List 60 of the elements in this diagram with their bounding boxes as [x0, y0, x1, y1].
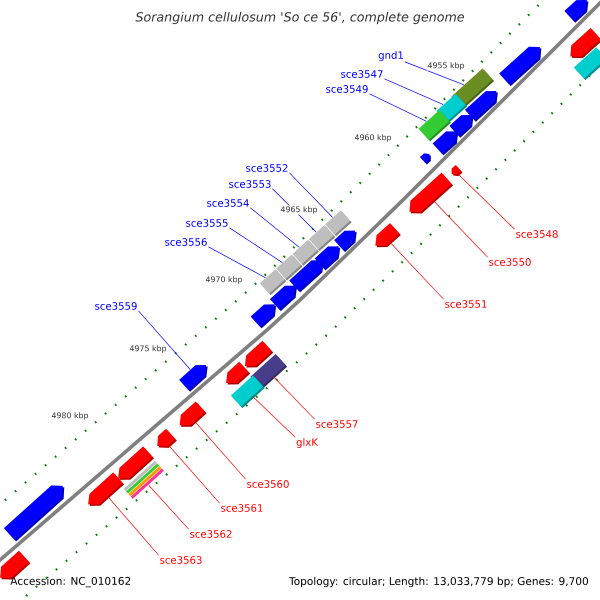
- leader-line: [273, 376, 315, 420]
- gene-feature: [270, 286, 297, 312]
- leader-line: [229, 227, 283, 263]
- gene-feature: [88, 472, 124, 506]
- gene-feature: [250, 304, 276, 328]
- gene-label: sce3549: [326, 85, 368, 93]
- gene-label: sce3551: [445, 300, 486, 308]
- gene-label: sce3553: [229, 180, 271, 188]
- gene-label: sce3561: [221, 504, 262, 512]
- gene-feature: [4, 485, 64, 542]
- gene-feature: [464, 90, 498, 122]
- gene-label: sce3556: [165, 238, 207, 246]
- leader-line: [289, 172, 333, 218]
- leader-line: [107, 496, 159, 556]
- leader-line: [404, 62, 464, 86]
- gene-feature: [499, 46, 542, 86]
- gene-feature: [420, 153, 431, 164]
- gene-label: sce3562: [190, 530, 232, 538]
- gene-feature: [375, 223, 401, 248]
- gene-label: sce3559: [95, 302, 137, 310]
- gene-feature: [432, 131, 458, 156]
- gene-label: sce3557: [316, 420, 358, 428]
- gene-feature: [226, 362, 250, 385]
- gene-label: sce3550: [489, 258, 531, 266]
- gene-label: sce3560: [247, 480, 289, 488]
- gene-label: glxK: [296, 438, 318, 448]
- gene-label: sce3555: [186, 219, 228, 227]
- leader-line: [194, 421, 246, 480]
- leader-line: [390, 242, 444, 300]
- gene-feature: [409, 172, 454, 214]
- leader-line: [138, 310, 191, 370]
- leader-line: [148, 485, 189, 530]
- leader-line: [250, 207, 300, 248]
- leader-line: [208, 246, 266, 278]
- striped-gene-block: [124, 460, 164, 499]
- gene-feature: [180, 401, 207, 427]
- leader-line: [384, 78, 444, 105]
- gene-feature: [334, 230, 357, 252]
- leader-line: [168, 445, 220, 504]
- gene-label: sce3563: [160, 556, 202, 564]
- gene-label: sce3554: [207, 199, 249, 207]
- footer-text: Accession: NC_010162: [10, 576, 130, 588]
- gene-label: sce3552: [246, 164, 288, 172]
- leader-line: [369, 93, 427, 122]
- title: Sorangium cellulosum 'So ce 56', complete genome: [136, 12, 464, 24]
- leader-line: [252, 396, 296, 438]
- gene-feature: [452, 165, 463, 176]
- gene-label: sce3547: [341, 70, 383, 78]
- gene-feature: [244, 340, 274, 368]
- leader-line: [433, 200, 488, 258]
- gene-label: gnd1: [378, 51, 403, 61]
- gene-block: [574, 47, 600, 80]
- gene-feature: [157, 428, 177, 448]
- footer-text: Topology: circular; Length: 13,033,779 bp; Genes: 9,700: [289, 576, 588, 588]
- gene-feature: [118, 446, 154, 480]
- gene-feature: [564, 0, 588, 23]
- gene-feature: [179, 364, 208, 392]
- gene-label: sce3548: [516, 230, 558, 238]
- gene-feature: [289, 260, 324, 292]
- leader-line: [458, 174, 515, 230]
